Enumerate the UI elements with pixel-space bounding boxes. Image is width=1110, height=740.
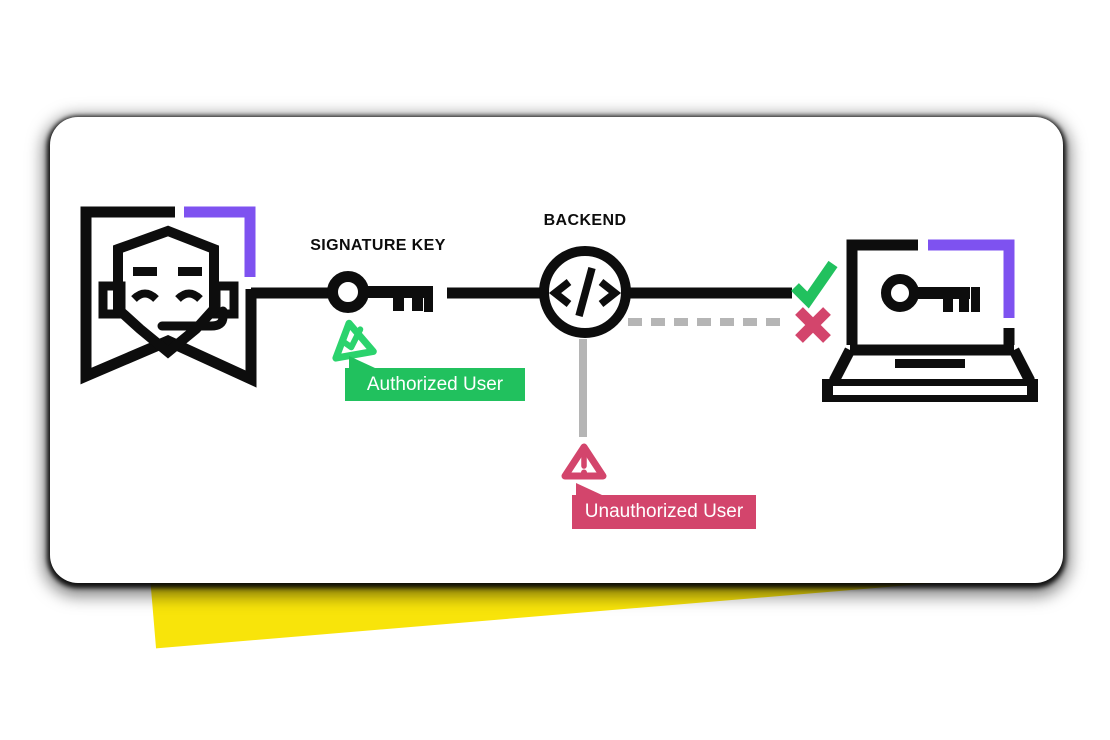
backend-label: BACKEND bbox=[543, 212, 627, 229]
signature-key-icon bbox=[327, 271, 433, 313]
red-cross-icon bbox=[795, 307, 831, 343]
authorized-user-badge: Authorized User bbox=[345, 356, 525, 401]
warning-triangle-icon bbox=[561, 443, 607, 480]
laptop-key-icon bbox=[881, 274, 980, 312]
eyebrow-left bbox=[133, 267, 157, 276]
eye-left bbox=[131, 289, 159, 302]
eyebrow-right bbox=[178, 267, 202, 276]
code-circle-icon bbox=[539, 246, 631, 338]
signature-key-label: SIGNATURE KEY bbox=[310, 237, 446, 254]
unauthorized-user-badge: Unauthorized User bbox=[572, 483, 756, 529]
diagram-artwork bbox=[80, 206, 1038, 480]
green-check-icon bbox=[791, 260, 838, 309]
unauthorized-user-badge-label: Unauthorized User bbox=[584, 501, 744, 522]
eye-right bbox=[175, 289, 203, 302]
laptop-with-key-icon bbox=[822, 239, 1038, 402]
diagram-card: SIGNATURE KEY BACKEND Authorized User Un… bbox=[50, 117, 1063, 583]
verified-triangle-check-icon bbox=[332, 319, 377, 362]
authorized-user-badge-label: Authorized User bbox=[366, 373, 504, 395]
trackpad-bar bbox=[895, 359, 965, 368]
support-agent-icon bbox=[80, 206, 257, 388]
face-outline bbox=[113, 225, 219, 359]
headset-mic-icon bbox=[157, 306, 228, 331]
